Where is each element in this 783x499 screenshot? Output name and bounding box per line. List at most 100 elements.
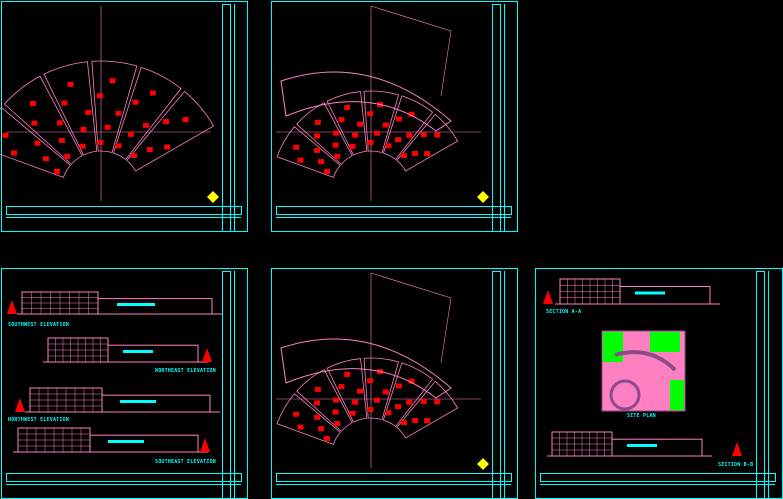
room-fill — [109, 78, 116, 84]
room-fill — [344, 104, 351, 110]
room-fill — [96, 93, 103, 99]
title-strip-vertical — [222, 271, 231, 499]
tree-icon — [202, 348, 212, 362]
facade-low-block — [97, 298, 213, 315]
room-fill — [314, 414, 321, 420]
wing-outline — [276, 393, 341, 445]
roof-canopy-outline — [280, 338, 452, 399]
room-fill — [2, 132, 9, 138]
room-fill — [424, 151, 431, 157]
room-fill — [344, 371, 351, 377]
wing-outline — [112, 66, 182, 161]
room-fill — [367, 140, 374, 146]
facade-low-block — [619, 286, 711, 305]
room-fill — [132, 99, 139, 105]
elevation-label-4: SOUTHEAST ELEVATION — [155, 459, 216, 465]
room-fill — [30, 101, 37, 107]
room-fill — [10, 150, 17, 156]
room-fill — [127, 131, 134, 137]
wing-outline — [363, 90, 400, 154]
facade-low-block — [101, 394, 211, 413]
window-band — [635, 291, 665, 295]
room-fill — [61, 100, 68, 106]
wing-outline — [0, 106, 71, 178]
wing-outline — [326, 358, 368, 423]
room-fill — [149, 90, 156, 96]
room-fill — [64, 153, 71, 159]
wing-outline — [396, 113, 459, 172]
room-fill — [334, 420, 341, 426]
room-fill — [323, 435, 330, 441]
room-fill — [115, 143, 122, 149]
room-fill — [323, 168, 330, 174]
facade-low-block — [107, 344, 199, 363]
wing-outline — [396, 380, 459, 439]
tree-icon — [15, 398, 25, 412]
room-fill — [338, 117, 345, 123]
elevation-1 — [7, 291, 222, 315]
tree-icon — [7, 300, 17, 314]
room-fill — [293, 411, 300, 417]
roof-canopy-outline — [280, 71, 452, 132]
title-strip-vertical — [492, 271, 501, 499]
elevation-label-2: NORTHEAST ELEVATION — [155, 368, 216, 374]
room-fill — [79, 143, 86, 149]
room-fill — [130, 153, 137, 159]
room-fill — [357, 121, 364, 127]
wing-outline — [326, 91, 368, 156]
room-fill — [406, 132, 413, 138]
site-path — [609, 379, 641, 411]
title-strip-horizontal — [540, 473, 776, 482]
elevation-label-3: NORTHWEST ELEVATION — [8, 417, 69, 423]
north-arrow-icon — [477, 191, 489, 203]
site-plan-label: SITE PLAN — [627, 413, 656, 419]
site-green-area — [603, 332, 684, 410]
room-fill — [367, 111, 374, 117]
section-label-a: SECTION A-A — [546, 309, 581, 315]
site-plan — [601, 330, 686, 412]
title-strip-horizontal — [276, 473, 512, 482]
room-fill — [420, 132, 427, 138]
room-fill — [332, 142, 339, 148]
room-fill — [318, 426, 325, 432]
roof-outline — [370, 272, 452, 364]
room-fill — [349, 143, 356, 149]
wing-outline — [126, 90, 215, 172]
elevation-2 — [43, 337, 212, 363]
room-fill — [334, 153, 341, 159]
section-label-b: SECTION B-B — [718, 462, 753, 468]
room-fill — [146, 147, 153, 153]
room-fill — [395, 137, 402, 143]
wing-outline — [296, 102, 353, 165]
room-fill — [314, 147, 321, 153]
floor-plan-3 — [276, 272, 489, 470]
sheet-border — [271, 1, 518, 232]
room-fill — [374, 130, 381, 136]
room-fill — [143, 122, 150, 128]
room-fill — [56, 120, 63, 126]
room-fill — [163, 119, 170, 125]
wing-outline — [382, 95, 434, 161]
title-strip-vertical — [756, 271, 765, 499]
room-fill — [332, 409, 339, 415]
room-fill — [382, 122, 389, 128]
room-fill — [115, 110, 122, 116]
room-fill — [374, 397, 381, 403]
wing-outline — [363, 357, 400, 421]
room-fill — [367, 407, 374, 413]
room-fill — [297, 157, 304, 163]
sheet-border — [1, 1, 248, 232]
room-fill — [367, 378, 374, 384]
window-band — [108, 440, 144, 443]
elevation-4 — [13, 427, 210, 453]
room-fill — [352, 132, 359, 138]
wing-outline — [276, 126, 341, 178]
room-fill — [357, 388, 364, 394]
room-fill — [352, 399, 359, 405]
room-fill — [164, 144, 171, 150]
sheet-floor-plan-2 — [271, 1, 518, 232]
wing-outline — [43, 61, 98, 156]
tree-icon — [732, 442, 742, 456]
room-fill — [395, 116, 402, 122]
room-fill — [58, 137, 65, 143]
